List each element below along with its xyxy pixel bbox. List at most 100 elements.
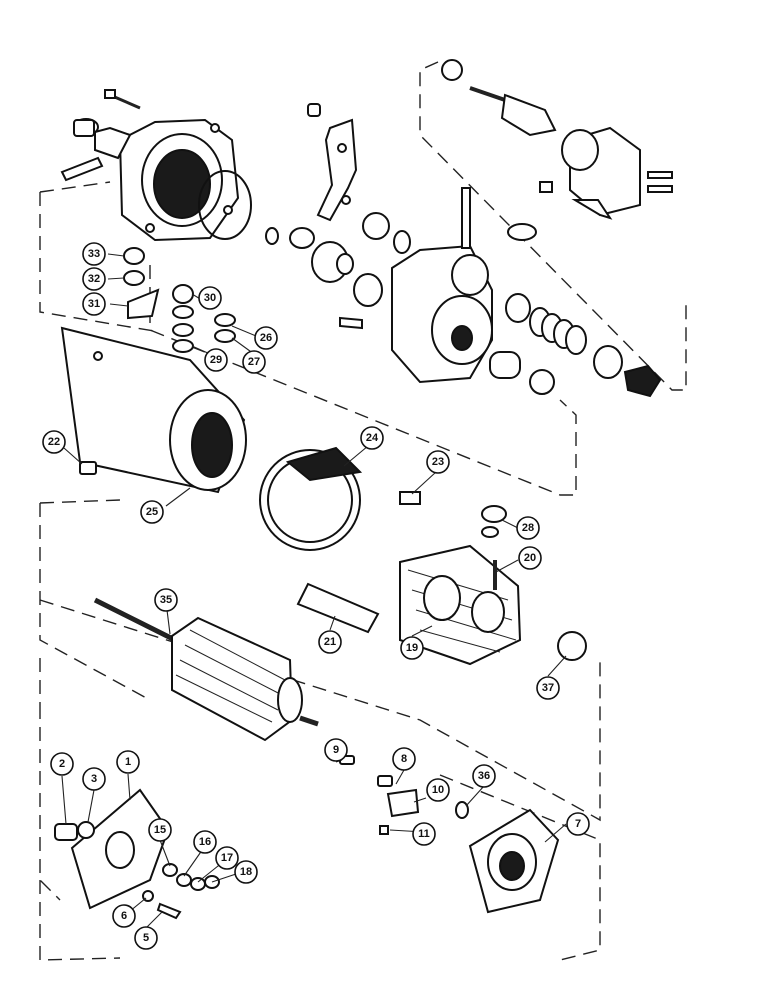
svg-text:17: 17: [221, 852, 233, 864]
callout-8: 8: [392, 747, 416, 771]
callout-17: 17: [215, 846, 239, 870]
svg-text:9: 9: [333, 744, 339, 756]
brush-plate: [468, 808, 560, 914]
svg-text:23: 23: [432, 456, 444, 468]
svg-text:33: 33: [88, 248, 100, 260]
svg-text:36: 36: [478, 770, 490, 782]
drive-bushing: [489, 351, 521, 379]
frame-screw: [79, 461, 97, 475]
callout-16: 16: [193, 830, 217, 854]
callout-6: 6: [112, 904, 136, 928]
callout-32: 32: [82, 267, 106, 291]
svg-text:22: 22: [48, 436, 60, 448]
callout-5: 5: [134, 926, 158, 950]
solenoid-body: [561, 126, 673, 220]
callout-11: 11: [412, 822, 436, 846]
callout-23: 23: [426, 450, 450, 474]
callout-19: 19: [400, 636, 424, 660]
field-frame: [60, 326, 247, 494]
drive-collar: [362, 212, 390, 240]
svg-text:21: 21: [324, 636, 336, 648]
cover-band: [259, 446, 363, 551]
callout-33: 33: [82, 242, 106, 266]
svg-text:11: 11: [418, 828, 430, 840]
spring-retainer: [593, 345, 623, 379]
terminal-boot: [623, 364, 662, 398]
callout-25: 25: [140, 500, 164, 524]
callout-3: 3: [82, 767, 106, 791]
housing-bushing: [73, 118, 99, 137]
thrust-washer: [353, 273, 383, 307]
lever-pin: [307, 103, 321, 117]
svg-text:3: 3: [91, 773, 97, 785]
pole-shoe: [296, 582, 380, 634]
callout-22: 22: [42, 430, 66, 454]
lever-bolt: [339, 316, 363, 330]
svg-text:26: 26: [260, 332, 272, 344]
end-washer: [77, 821, 95, 839]
svg-text:32: 32: [88, 273, 100, 285]
callout-1: 1: [116, 750, 140, 774]
callout-30: 30: [198, 286, 222, 310]
housing-bolt: [104, 89, 141, 110]
armature-bushing: [557, 631, 587, 661]
end-hardware: [142, 863, 220, 920]
svg-text:20: 20: [524, 552, 536, 564]
svg-text:35: 35: [160, 594, 172, 606]
commutator-end-cover: [70, 788, 170, 910]
solenoid-plunger: [469, 86, 557, 137]
housing-screw: [60, 156, 104, 182]
terminal-stack: [123, 247, 236, 353]
callout-18: 18: [234, 860, 258, 884]
terminal-stud: [481, 505, 507, 590]
plate-washer: [455, 801, 469, 819]
svg-text:27: 27: [248, 356, 260, 368]
plunger-pin: [461, 187, 471, 249]
shift-lever: [316, 118, 358, 222]
svg-text:10: 10: [432, 784, 444, 796]
end-washer: [529, 369, 555, 395]
callouts: 1 2 3 5 6 7 8 9 10 11 15 16 17 18 19 20 …: [42, 242, 590, 950]
callout-27: 27: [242, 350, 266, 374]
svg-text:30: 30: [204, 292, 216, 304]
end-bushing: [54, 823, 78, 841]
svg-text:15: 15: [154, 824, 166, 836]
svg-text:31: 31: [88, 298, 100, 310]
svg-text:19: 19: [406, 642, 418, 654]
svg-text:8: 8: [401, 753, 407, 765]
callout-29: 29: [204, 348, 228, 372]
return-spring: [529, 307, 587, 355]
drive-end-housing: [94, 118, 240, 242]
svg-text:2: 2: [59, 758, 65, 770]
spacer-washer: [265, 227, 279, 245]
svg-text:7: 7: [575, 818, 581, 830]
callout-31: 31: [82, 292, 106, 316]
insulator: [399, 491, 421, 505]
leader-lines: [61, 253, 567, 929]
pivot-bushing: [507, 223, 537, 241]
housing-o-ring: [198, 170, 252, 240]
callout-21: 21: [318, 630, 342, 654]
callout-26: 26: [254, 326, 278, 350]
callout-2: 2: [50, 752, 74, 776]
callout-37: 37: [536, 676, 560, 700]
armature: [93, 597, 319, 742]
svg-text:28: 28: [522, 522, 534, 534]
svg-text:24: 24: [366, 432, 379, 444]
callout-36: 36: [472, 764, 496, 788]
solenoid-screw: [539, 181, 553, 193]
pinion-drive: [289, 227, 354, 283]
callout-9: 9: [324, 738, 348, 762]
field-coil: [399, 544, 522, 666]
gear-housing: [391, 244, 493, 384]
callout-7: 7: [566, 812, 590, 836]
svg-text:1: 1: [125, 756, 131, 768]
svg-text:6: 6: [121, 910, 127, 922]
svg-text:29: 29: [210, 354, 222, 366]
svg-text:37: 37: [542, 682, 554, 694]
svg-text:25: 25: [146, 506, 158, 518]
svg-text:16: 16: [199, 836, 211, 848]
callout-10: 10: [426, 778, 450, 802]
spring-washer: [505, 293, 531, 323]
